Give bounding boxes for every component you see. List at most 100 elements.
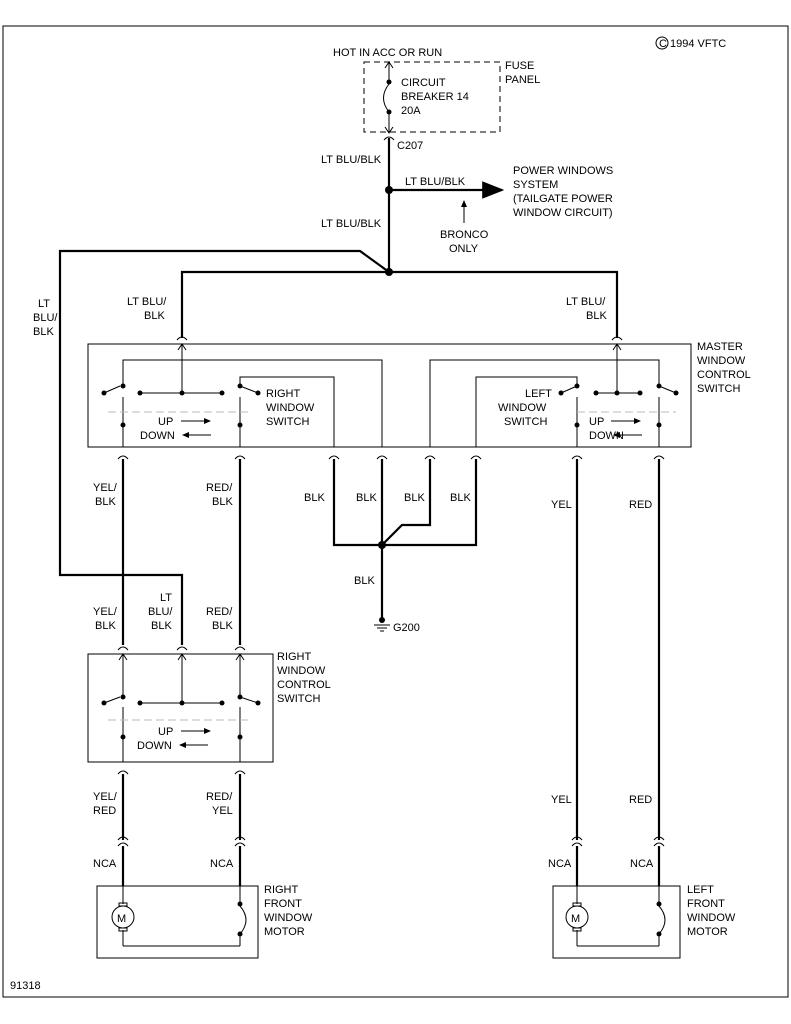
wire-label-lt-2: LT — [160, 592, 172, 604]
right-motor-internal — [118, 886, 247, 947]
right-motor-label-3: WINDOW — [264, 912, 313, 924]
right-window-switch-label-3: SWITCH — [266, 416, 309, 428]
circuit-breaker-label-3: 20A — [401, 105, 421, 117]
right-control-switch-label-4: SWITCH — [277, 693, 320, 705]
wire-label-lt-left-2: BLU/ — [33, 312, 58, 324]
power-windows-system-3: (TAILGATE POWER — [513, 193, 613, 205]
right-switch-top-connectors — [117, 646, 246, 651]
ground-wire-3 — [381, 459, 432, 546]
master-switch-internal-right — [101, 343, 383, 447]
master-switch-internal-left — [429, 343, 679, 447]
wire-left-long — [58, 249, 390, 645]
wire-label-yel-slash-3: YEL/ — [93, 791, 118, 803]
wire-label-blk-9: BLK — [151, 620, 172, 632]
master-switch-label-3: CONTROL — [697, 369, 751, 381]
wire-label-blu-slash-2: BLU/ — [148, 606, 173, 618]
left-window-switch-label-3: SWITCH — [504, 416, 547, 428]
wire-label-red-3: RED — [93, 805, 116, 817]
fuse-panel-box — [363, 61, 501, 133]
wire-label-blk-6: BLK — [95, 496, 116, 508]
wire-label-yel-2: YEL — [551, 794, 572, 806]
right-motor-label-2: FRONT — [264, 898, 302, 910]
left-window-switch-label-1: LEFT — [525, 388, 552, 400]
master-switch-label-4: SWITCH — [697, 383, 740, 395]
right-control-switch-internal — [101, 653, 261, 762]
right-motor-connectors — [117, 836, 246, 847]
ground-icon — [374, 624, 390, 632]
connector-c207-label: C207 — [397, 140, 423, 152]
circuit-breaker-label-1: CIRCUIT — [401, 77, 446, 89]
nca-label-2: NCA — [210, 858, 234, 870]
left-motor-label-1: LEFT — [687, 884, 714, 896]
master-bottom-connectors — [117, 455, 665, 460]
wire-label-blk-8: BLK — [95, 620, 116, 632]
wire-master-right-feed — [180, 270, 389, 338]
bronco-only-label-1: BRONCO — [440, 229, 489, 241]
wire-label-lt-blu-blk-3: LT BLU/BLK — [321, 218, 382, 230]
figure-number: 91318 — [10, 980, 41, 992]
left-motor-label-3: WINDOW — [687, 912, 736, 924]
left-motor-symbol: M — [571, 913, 580, 925]
wire-label-lt-left-1: LT — [38, 298, 50, 310]
wire-label-yel-slash-1: YEL/ — [93, 482, 118, 494]
diagram-border — [2, 25, 789, 998]
right-control-switch-label-3: CONTROL — [277, 679, 331, 691]
copyright-text: 1994 VFTC — [670, 38, 726, 50]
wire-label-red-1: RED — [629, 499, 652, 511]
master-switch-box — [87, 343, 692, 448]
wire-label-lt-left-3: BLK — [33, 326, 54, 338]
wire-label-blk-b: BLK — [586, 310, 607, 322]
ground-wire-4 — [382, 459, 478, 547]
wire-label-red-slash-1: RED/ — [206, 482, 233, 494]
master-switch-label-2: WINDOW — [697, 355, 746, 367]
nca-label-3: NCA — [548, 858, 572, 870]
left-motor-connectors — [571, 836, 665, 847]
ground-eyelet — [379, 617, 385, 623]
power-windows-system-1: POWER WINDOWS — [513, 165, 613, 177]
power-source-label: HOT IN ACC OR RUN — [333, 47, 442, 59]
wire-label-lt-blu-a: LT BLU/ — [127, 296, 167, 308]
copyright-mark: C 1994 VFTC — [655, 36, 726, 50]
master-down-label-left: DOWN — [589, 430, 624, 442]
right-control-switch-box — [87, 653, 274, 763]
wire-label-yel-3: YEL — [212, 805, 233, 817]
nca-label-4: NCA — [630, 858, 654, 870]
wire-label-red-2: RED — [629, 794, 652, 806]
wire-label-lt-blu-blk-2: LT BLU/BLK — [405, 176, 466, 188]
wire-label-blk-10: BLK — [212, 620, 233, 632]
right-motor-symbol: M — [117, 913, 126, 925]
wire-label-blk-7: BLK — [212, 496, 233, 508]
master-up-label-left: UP — [589, 416, 604, 428]
wire-label-blk-a: BLK — [144, 310, 165, 322]
nca-label-1: NCA — [93, 858, 117, 870]
wire-label-blk-3: BLK — [404, 492, 425, 504]
right-switch-down-label: DOWN — [137, 740, 172, 752]
wire-label-red-slash-3: RED/ — [206, 791, 233, 803]
connector-c207-symbol — [383, 136, 395, 141]
wire-label-red-slash-2: RED/ — [206, 606, 233, 618]
bronco-only-label-2: ONLY — [449, 243, 479, 255]
ground-wire-1 — [332, 459, 382, 547]
motor-icon — [565, 905, 589, 929]
right-motor-label-4: MOTOR — [264, 926, 305, 938]
left-motor-label-4: MOTOR — [687, 926, 728, 938]
right-switch-up-label: UP — [158, 726, 173, 738]
wire-label-lt-blu-blk-1: LT BLU/BLK — [321, 154, 382, 166]
left-window-switch-label-2: WINDOW — [498, 402, 547, 414]
circuit-breaker-label-2: BREAKER 14 — [401, 91, 469, 103]
right-switch-bottom-connectors — [117, 770, 246, 775]
right-motor-label-1: RIGHT — [264, 884, 299, 896]
wire-label-blk-1: BLK — [304, 492, 325, 504]
wire-label-blk-4: BLK — [450, 492, 471, 504]
master-up-label-right: UP — [158, 416, 173, 428]
fuse-panel-label-1: FUSE — [505, 60, 534, 72]
fuse-panel-label-2: PANEL — [505, 74, 540, 86]
svg-text:C: C — [659, 38, 667, 50]
wire-label-lt-blu-b: LT BLU/ — [566, 296, 606, 308]
master-down-label-right: DOWN — [140, 430, 175, 442]
left-motor-label-2: FRONT — [687, 898, 725, 910]
motor-icon — [111, 905, 135, 929]
power-windows-system-4: WINDOW CIRCUIT) — [513, 207, 613, 219]
right-control-switch-label-1: RIGHT — [277, 651, 312, 663]
wire-label-yel-slash-2: YEL/ — [93, 606, 118, 618]
